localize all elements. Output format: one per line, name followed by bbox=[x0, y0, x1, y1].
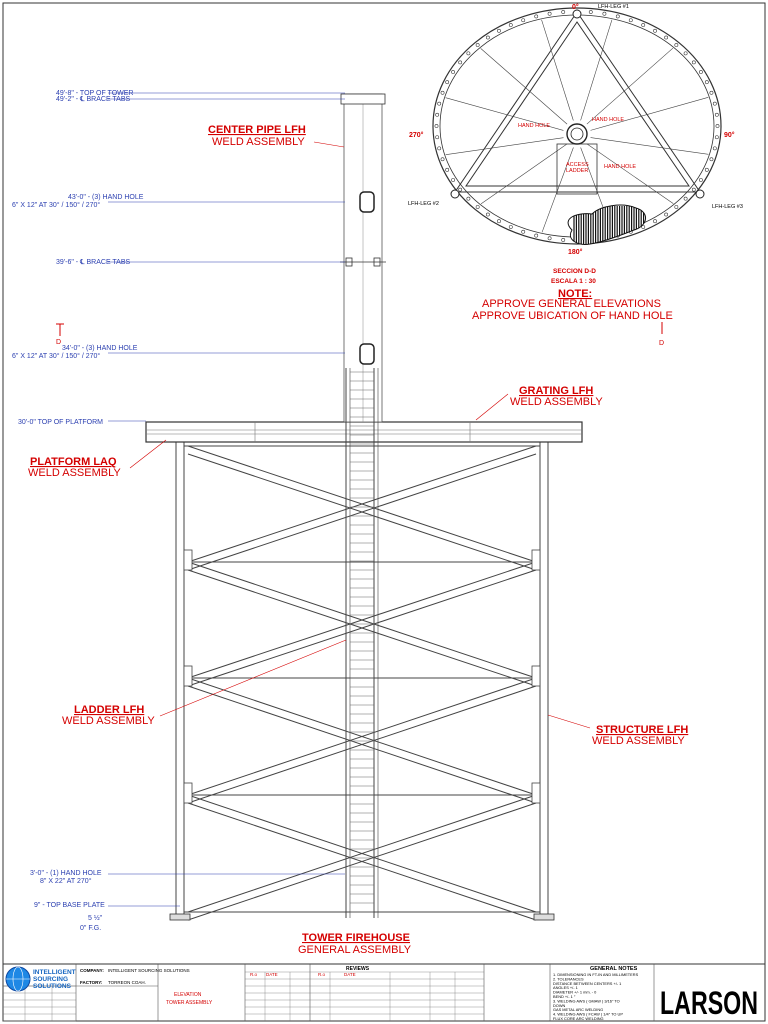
plan-hand-hole-right: HAND HOLE bbox=[592, 117, 624, 123]
main-subtitle: GENERAL ASSEMBLY bbox=[298, 944, 412, 956]
general-notes-list: 1. DIMENSIONING IN FT-IN AND MILLIMETERS… bbox=[553, 972, 639, 1021]
callout-grating-sub: WELD ASSEMBLY bbox=[510, 396, 603, 408]
plan-deg-left: 270° bbox=[409, 131, 424, 139]
callout-center-pipe-sub: WELD ASSEMBLY bbox=[212, 136, 305, 148]
larson-logo: LARSON bbox=[660, 985, 758, 1021]
plan-access-ladder-1: ACCESS bbox=[566, 162, 589, 168]
company-label: COMPANY: bbox=[80, 968, 104, 973]
plan-scale: ESCALA 1 : 30 bbox=[551, 278, 596, 285]
general-note-line: DISTANCE BETWEEN CENTERS +/- 1 bbox=[553, 981, 621, 986]
date-col-2: DATE bbox=[344, 972, 356, 977]
center-pipe bbox=[340, 93, 386, 423]
general-note-line: 3. WELDING AWS ( GMAW ) 3/16" TO bbox=[553, 998, 620, 1003]
plan-hand-hole-bottom: HAND HOLE bbox=[604, 164, 636, 170]
base-plate-right bbox=[533, 913, 555, 921]
general-note-line: BEND +/- 1 ° bbox=[553, 994, 576, 999]
general-note-line: 2. TOLERANCES bbox=[553, 976, 584, 981]
general-notes-title: GENERAL NOTES bbox=[590, 966, 638, 972]
callout-center-pipe-title: CENTER PIPE LFH bbox=[208, 124, 306, 136]
plan-hand-hole-left: HAND HOLE bbox=[518, 123, 550, 129]
general-note-line: ANGLES +/- 1 bbox=[553, 985, 578, 990]
general-note-line: FLUX CORE ARC WELDING bbox=[553, 1016, 604, 1021]
reviews-header: REVIEWS bbox=[346, 966, 370, 972]
factory-value: TORREON COAH. bbox=[108, 980, 146, 985]
tower-structure bbox=[169, 439, 555, 921]
plan-leg3-label: LFH-LEG #3 bbox=[712, 204, 743, 210]
callout-structure-title: STRUCTURE LFH bbox=[596, 724, 688, 736]
factory-label: FACTORY: bbox=[80, 980, 103, 985]
section-marker-right: D bbox=[659, 322, 664, 347]
general-note-line: GAS METAL ARC WELDING bbox=[553, 1007, 603, 1012]
company-value: INTELLIGENT SOURCING SOLUTIONS bbox=[108, 968, 190, 973]
plan-access-ladder-2: LADDER bbox=[566, 168, 588, 174]
plan-section-title: SECCION D-D bbox=[553, 268, 596, 275]
plan-deg-top: 0° bbox=[572, 3, 579, 11]
dim-ground: 0" F.G. bbox=[80, 925, 101, 932]
plan-view bbox=[432, 7, 722, 245]
general-note-line: DOWN bbox=[553, 1003, 566, 1008]
dim-top-of-tower: 49'-8" - TOP OF TOWER bbox=[56, 90, 133, 97]
callout-platform-sub: WELD ASSEMBLY bbox=[28, 467, 121, 479]
dim-hand-hole-34: 34'-0" - (3) HAND HOLE bbox=[62, 345, 138, 352]
dimension-leaders bbox=[108, 92, 345, 907]
dim-brace-tabs-39: 39'-6" - ℄ BRACE TABS bbox=[56, 259, 131, 266]
logo-line-3: SOLUTIONS bbox=[33, 983, 72, 990]
platform bbox=[145, 421, 583, 443]
title-block: INTELLIGENT SOURCING SOLUTIONS COMPANY: … bbox=[2, 963, 766, 1022]
assembly-name: TOWER ASSEMBLY bbox=[166, 1000, 213, 1006]
structure-leg-left bbox=[175, 439, 185, 919]
dim-base-plate: 9" - TOP BASE PLATE bbox=[34, 902, 105, 909]
note-title: NOTE: bbox=[558, 288, 592, 300]
logo-line-1: INTELLIGENT bbox=[33, 969, 76, 976]
plan-leg1-label: LFH-LEG #1 bbox=[598, 4, 629, 10]
note-line-2: APPROVE UBICATION OF HAND HOLE bbox=[472, 310, 673, 322]
callout-platform-title: PLATFORM LAQ bbox=[30, 456, 117, 468]
plan-deg-bottom: 180° bbox=[568, 248, 583, 256]
logo-line-2: SOURCING bbox=[33, 976, 68, 983]
dim-brace-tabs-top: 49'-2" - ℄ BRACE TABS bbox=[56, 96, 131, 103]
dim-hand-hole-43: 43'-0" - (3) HAND HOLE bbox=[68, 194, 144, 201]
dim-hand-hole-3: 3'-0" - (1) HAND HOLE bbox=[30, 870, 102, 877]
svg-text:D: D bbox=[56, 339, 61, 346]
general-note-line: DIAMETER +/- 1 mm. - 0 bbox=[553, 990, 597, 995]
dim-base-fraction: 5 ½" bbox=[88, 914, 103, 922]
base-plate-left bbox=[169, 913, 191, 921]
hand-hole-34 bbox=[359, 343, 375, 365]
rev-col-1: R.o bbox=[250, 972, 258, 977]
callout-ladder-sub: WELD ASSEMBLY bbox=[62, 715, 155, 727]
callout-ladder-title: LADDER LFH bbox=[74, 704, 144, 716]
structure-leg-right bbox=[539, 439, 549, 919]
callout-grating-title: GRATING LFH bbox=[519, 385, 593, 397]
drawing-name: ELEVATION bbox=[174, 992, 202, 998]
plan-deg-right: 90° bbox=[724, 131, 735, 139]
main-title: TOWER FIREHOUSE bbox=[302, 932, 410, 944]
general-note-line: 4. WELDING AWS ( FCAW ) 1/4" TO UP bbox=[553, 1012, 623, 1017]
dim-hand-hole-3-size: 8" X 22" AT 270° bbox=[40, 877, 92, 885]
ladder bbox=[345, 368, 379, 918]
note-line-1: APPROVE GENERAL ELEVATIONS bbox=[482, 298, 661, 310]
dim-top-of-platform: 30'-0" TOP OF PLATFORM bbox=[18, 419, 103, 426]
dim-hand-hole-34-size: 6" X 12" AT 30° / 150° / 270° bbox=[12, 352, 100, 360]
hand-hole-43 bbox=[359, 191, 375, 213]
svg-text:D: D bbox=[659, 340, 664, 347]
rev-col-2: R.o bbox=[318, 972, 326, 977]
date-col-1: DATE bbox=[266, 972, 278, 977]
section-marker-left: D bbox=[56, 323, 64, 346]
general-note-line: 1. DIMENSIONING IN FT-IN AND MILLIMETERS bbox=[553, 972, 639, 977]
plan-leg2-label: LFH-LEG #2 bbox=[408, 201, 439, 207]
dim-hand-hole-43-size: 6" X 12" AT 30° / 150° / 270° bbox=[12, 201, 100, 209]
callout-structure-sub: WELD ASSEMBLY bbox=[592, 735, 685, 747]
x-bracing bbox=[187, 445, 537, 921]
